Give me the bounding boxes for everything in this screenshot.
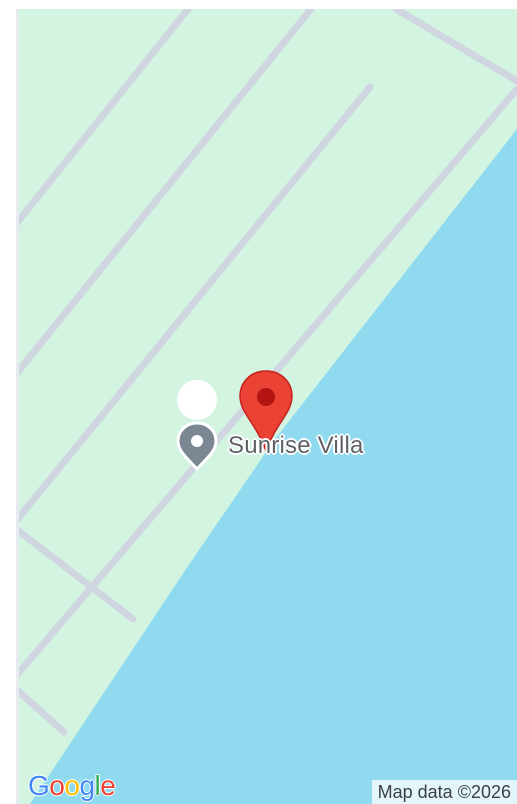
logo-letter: l	[94, 770, 101, 801]
road	[16, 685, 68, 736]
road	[16, 525, 137, 623]
place-pin-icon[interactable]	[176, 380, 218, 472]
road	[16, 83, 374, 525]
logo-letter: g	[79, 770, 95, 801]
map-pin-icon[interactable]	[239, 370, 293, 454]
place-label[interactable]: Sunrise Villa	[228, 432, 364, 459]
map-edge	[16, 9, 19, 804]
google-logo[interactable]: Google	[28, 770, 116, 801]
road	[16, 9, 315, 378]
logo-letter: G	[28, 770, 50, 801]
map-tiles	[16, 9, 517, 804]
logo-letter: e	[100, 770, 116, 801]
water-area	[30, 129, 517, 804]
map-canvas[interactable]: Sunrise Villa Google Map data ©2026	[16, 9, 517, 804]
road	[392, 9, 517, 85]
road	[16, 9, 192, 228]
logo-letter: o	[49, 770, 65, 801]
logo-letter: o	[64, 770, 80, 801]
map-attribution[interactable]: Map data ©2026	[371, 780, 517, 804]
